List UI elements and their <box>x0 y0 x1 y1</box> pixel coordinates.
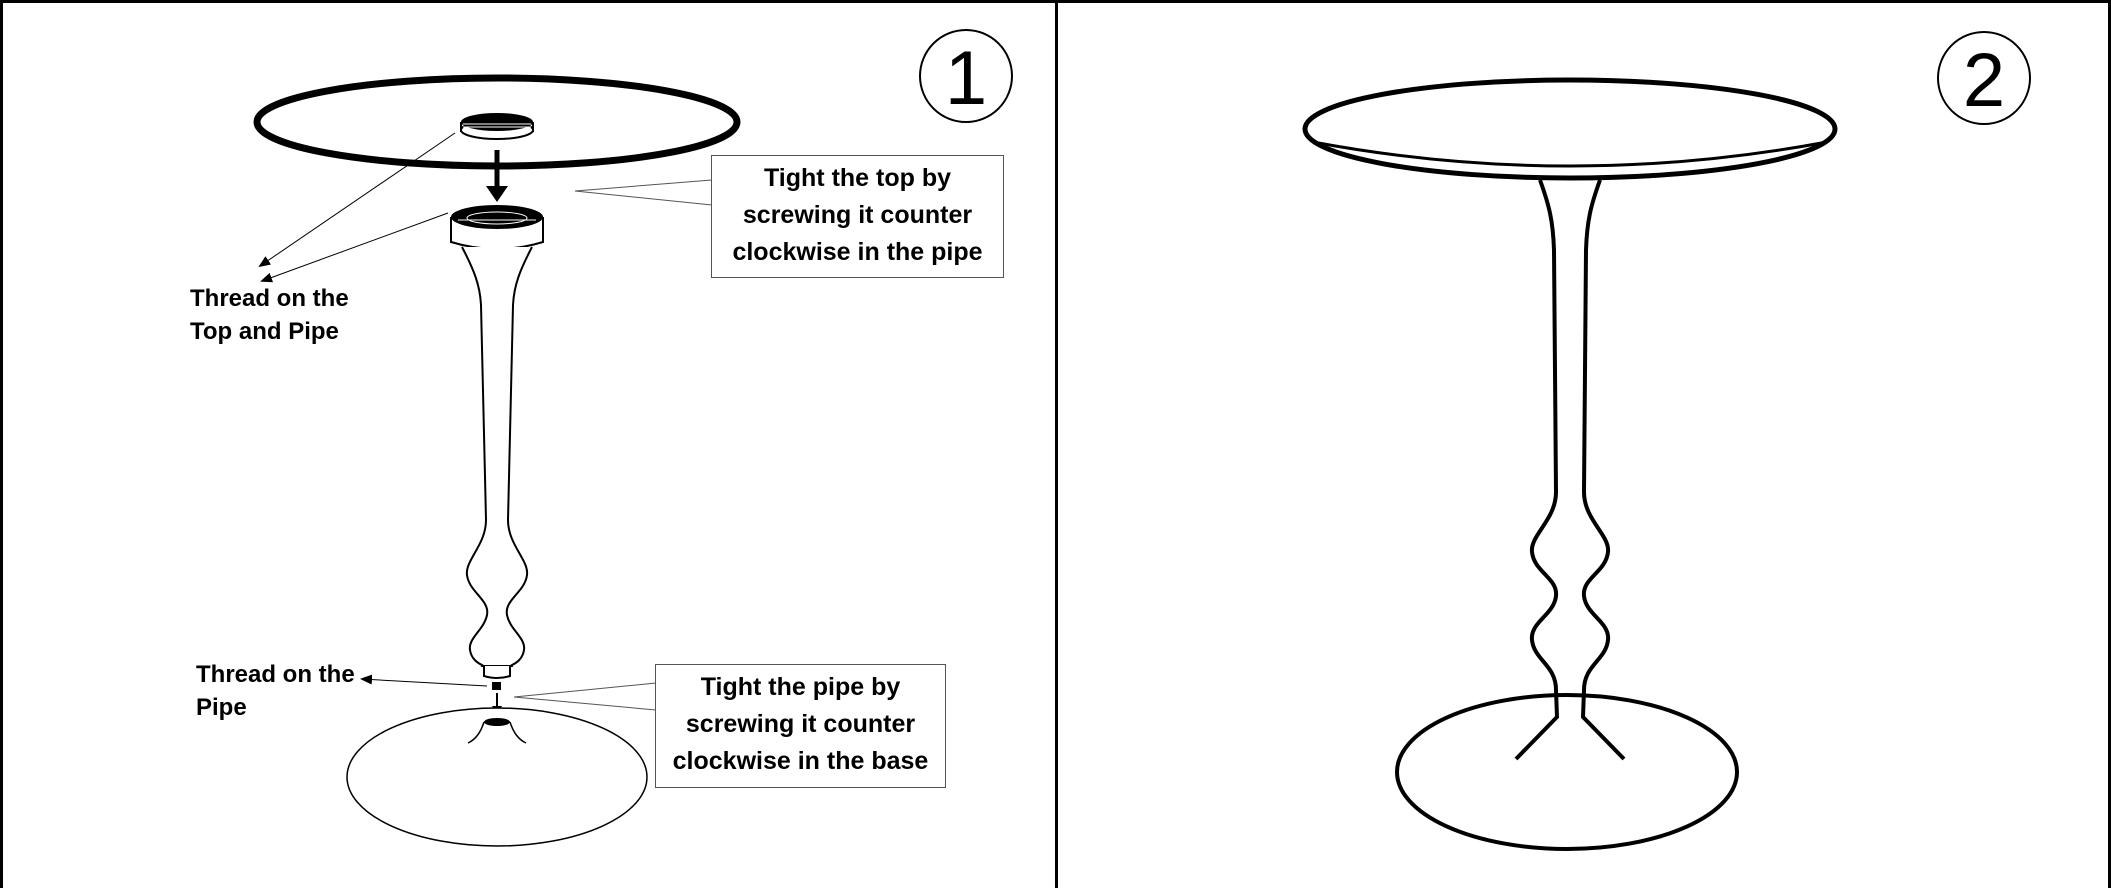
step-1-drawing: 1 <box>253 29 1013 847</box>
step-1-badge: 1 <box>919 29 1013 123</box>
step-2-number: 2 <box>1963 38 2005 123</box>
assembled-base <box>1395 693 1739 851</box>
step-2-drawing: 2 <box>1302 31 2031 851</box>
assembled-column <box>1514 179 1626 761</box>
table-base <box>346 707 648 847</box>
base-socket <box>467 718 527 744</box>
callout-tighten-pipe: Tight the pipe by screwing it counter cl… <box>655 664 946 788</box>
pipe-collar <box>483 666 511 690</box>
label-thread-top-pipe: Thread on the Top and Pipe <box>190 285 349 345</box>
assembly-arrow-top <box>486 150 508 202</box>
label-thread-pipe: Thread on the Pipe <box>196 661 355 721</box>
step-2-panel: 2 <box>1055 0 2111 888</box>
top-thread-stud <box>460 113 534 140</box>
leader-thread-top-pipe <box>258 132 456 283</box>
step-1-number: 1 <box>945 36 987 121</box>
leader-thread-pipe <box>360 674 488 687</box>
callout-pointer-pipe <box>513 682 657 711</box>
pipe <box>461 246 533 667</box>
callout-pointer-top <box>574 179 713 206</box>
callout-tighten-top: Tight the top by screwing it counter clo… <box>711 155 1004 278</box>
assembled-top <box>1302 77 1838 181</box>
pipe-socket <box>450 205 544 250</box>
step-1-panel: 1 <box>0 0 1055 888</box>
step-2-badge: 2 <box>1937 31 2031 125</box>
assembled-top-edge <box>1312 140 1828 168</box>
